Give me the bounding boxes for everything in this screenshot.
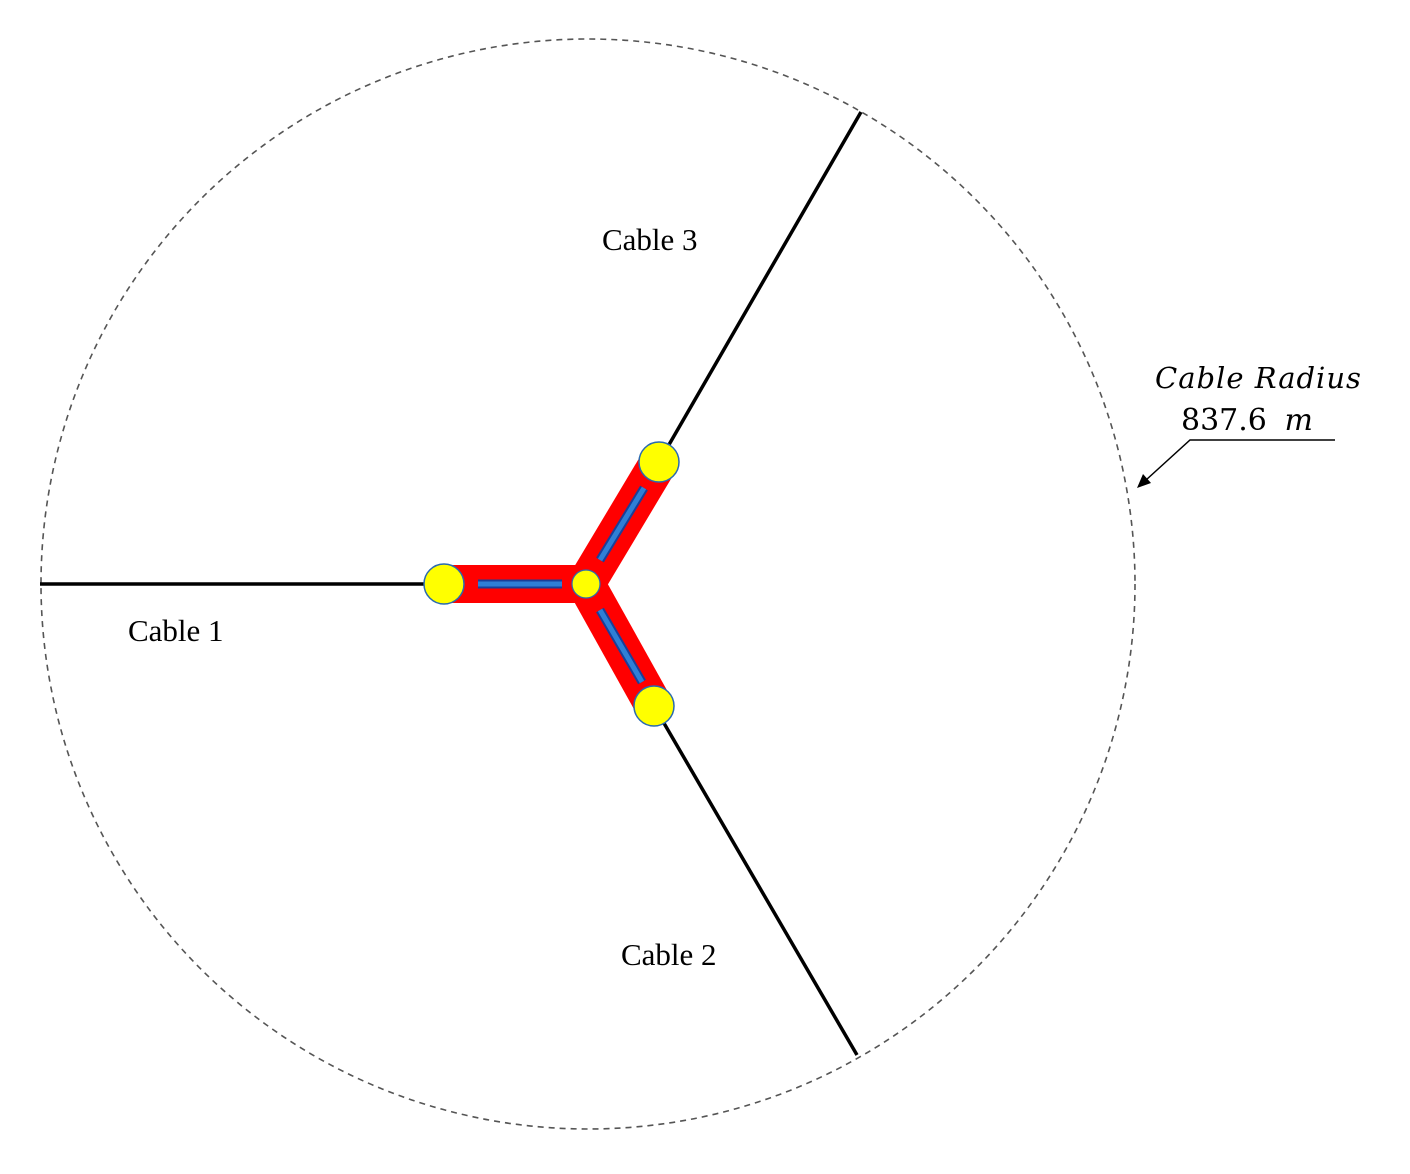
radius-value-unit: m <box>1284 403 1312 438</box>
fairlead-node-1 <box>423 563 465 605</box>
arm-cores <box>478 485 648 685</box>
hub-center-node <box>571 569 601 599</box>
radius-value: 837.6 m <box>1181 403 1313 438</box>
radius-value-number: 837.6 <box>1181 403 1267 438</box>
arm-core-3-highlight <box>597 486 647 562</box>
cable-2-line <box>652 705 859 1056</box>
fairlead-node-2 <box>633 685 675 727</box>
radius-leader-line <box>1145 439 1335 481</box>
radius-title: Cable Radius <box>1155 361 1362 395</box>
cable-2-label: Cable 2 <box>621 937 717 972</box>
cable-1-label: Cable 1 <box>128 613 224 648</box>
cable-3-line <box>657 111 863 463</box>
radius-annotation: Cable Radius 837.6 m <box>1137 361 1362 488</box>
fairlead-node-3 <box>638 441 680 483</box>
radius-arrowhead <box>1137 474 1151 488</box>
arm-core-2-highlight <box>597 608 645 684</box>
nodes <box>423 441 680 727</box>
cable-3-label: Cable 3 <box>602 222 698 257</box>
cable-radius-boundary <box>40 38 1136 1130</box>
